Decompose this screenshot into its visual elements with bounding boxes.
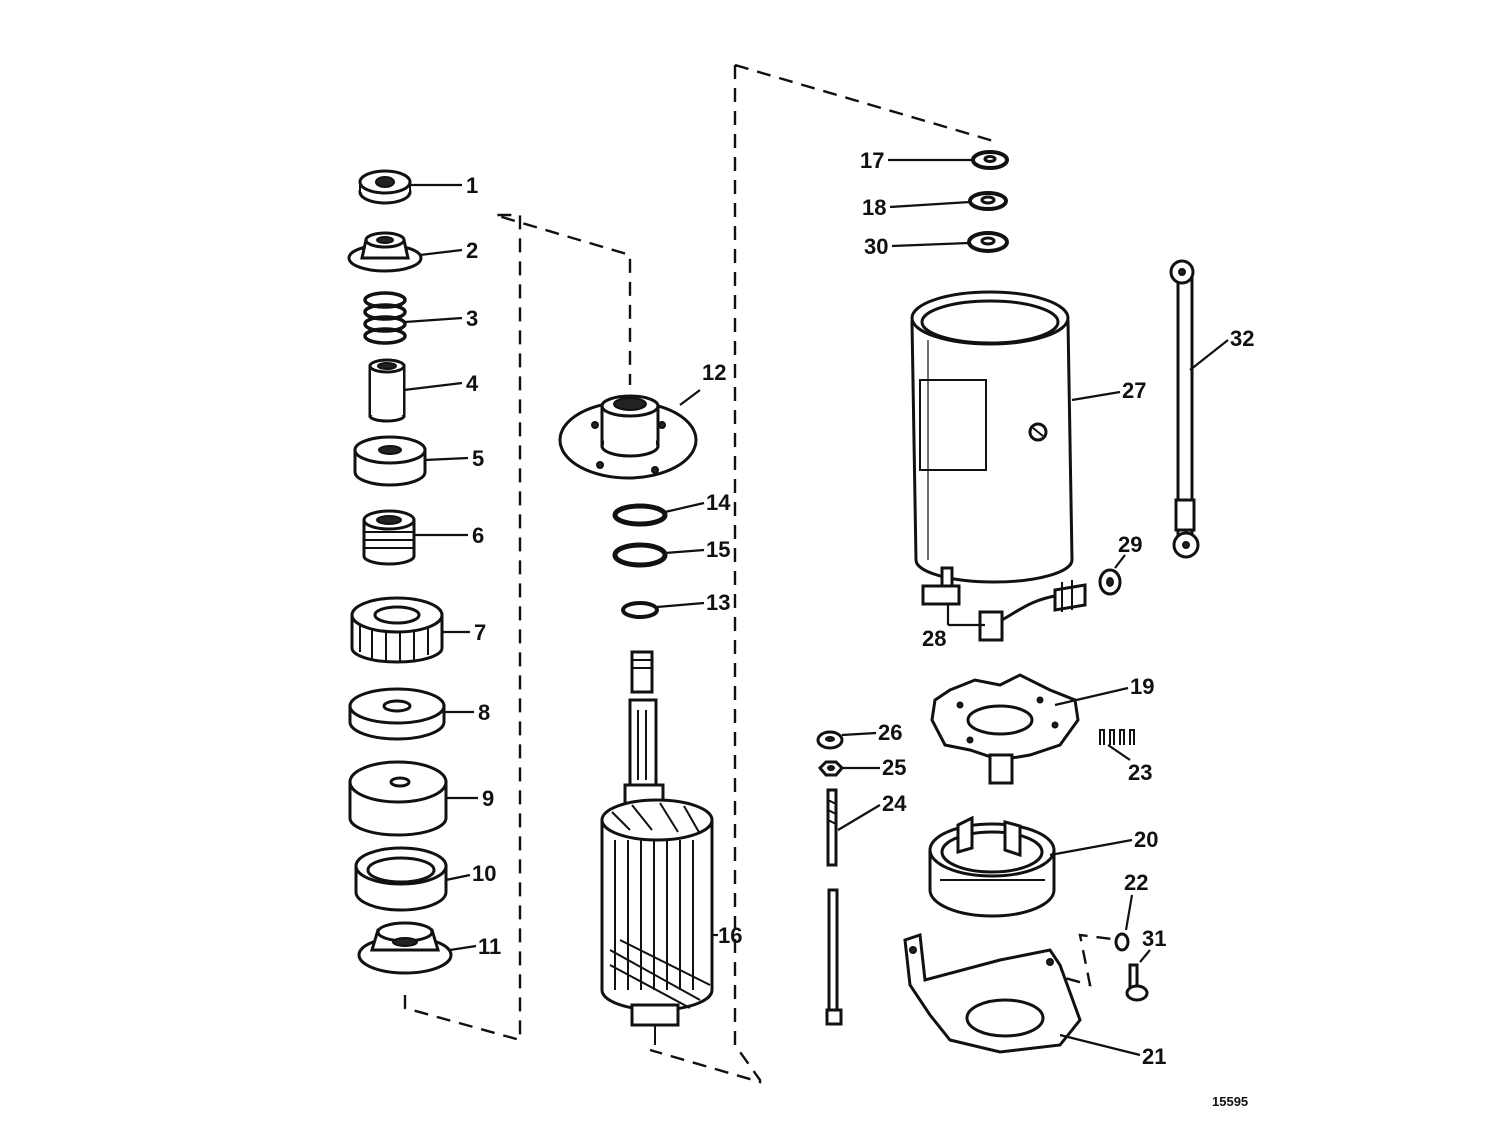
part-19-brush-plate [930, 673, 1080, 785]
callout-19: 19 [1130, 674, 1154, 699]
callout-24: 24 [882, 791, 907, 816]
part-29-nut [1098, 568, 1122, 596]
callout-15: 15 [706, 537, 730, 562]
part-10-ring [354, 846, 448, 912]
callout-18: 18 [862, 195, 886, 220]
part-17-washer [971, 150, 1009, 170]
part-23-brush-springs [1099, 729, 1135, 745]
part-5-collar [353, 435, 427, 487]
callout-30: 30 [864, 234, 888, 259]
callout-10: 10 [472, 861, 496, 886]
assembly-dash-line-center [649, 63, 992, 1084]
part-20-end-head [928, 815, 1056, 918]
part-3-spring [363, 291, 407, 345]
leader-lines [403, 158, 1229, 1057]
callout-14: 14 [706, 490, 731, 515]
callout-23: 23 [1128, 760, 1152, 785]
part-9-large-collar [348, 760, 448, 837]
callout-21: 21 [1142, 1044, 1166, 1069]
callout-32: 32 [1230, 326, 1254, 351]
part-1-nut [358, 169, 412, 205]
callout-6: 6 [472, 523, 484, 548]
part-27-field-frame [910, 290, 1074, 584]
part-2-cap [347, 231, 423, 273]
part-12-end-plate [558, 394, 698, 480]
callout-1: 1 [466, 173, 478, 198]
part-26-nut [816, 730, 844, 750]
part-32-strap [1169, 259, 1200, 559]
part-18-washer [968, 191, 1008, 211]
part-31-screw [1125, 963, 1149, 1002]
part-25-lockwasher [817, 760, 845, 777]
callout-25: 25 [882, 755, 906, 780]
part-15-washer [612, 542, 668, 568]
callout-17: 17 [860, 148, 884, 173]
part-8-washer [348, 687, 446, 741]
part-30-washer [967, 231, 1009, 253]
part-22-plug [1114, 932, 1130, 952]
part-14-washer [612, 503, 668, 527]
part-6-threaded-bushing [362, 509, 416, 566]
callout-13: 13 [706, 590, 730, 615]
callout-7: 7 [474, 620, 486, 645]
callout-27: 27 [1122, 378, 1146, 403]
part-21-mounting-bracket [903, 932, 1082, 1054]
callout-8: 8 [478, 700, 490, 725]
callout-12: 12 [702, 360, 726, 385]
callout-26: 26 [878, 720, 902, 745]
callout-31: 31 [1142, 926, 1166, 951]
callout-29: 29 [1118, 532, 1142, 557]
part-24-through-bolt [825, 788, 843, 1026]
callout-11: 11 [478, 934, 501, 959]
callout-9: 9 [482, 786, 494, 811]
part-13-washer [621, 601, 659, 619]
part-11-cup [357, 921, 453, 975]
part-4-sleeve [368, 358, 406, 423]
callout-4: 4 [466, 371, 479, 396]
part-16-armature [600, 650, 714, 1045]
callout-3: 3 [466, 306, 478, 331]
callout-2: 2 [466, 238, 478, 263]
callout-28: 28 [922, 626, 946, 651]
part-28-brush-lead [921, 566, 1087, 642]
callout-16: 16 [718, 923, 742, 948]
armature-windings [609, 802, 711, 1009]
callout-22: 22 [1124, 870, 1148, 895]
part-7-pinion-gear [350, 596, 444, 664]
reference-number: 15595 [1212, 1094, 1248, 1109]
callout-20: 20 [1134, 827, 1158, 852]
assembly-dash-line-left [403, 213, 632, 1042]
callout-5: 5 [472, 446, 484, 471]
